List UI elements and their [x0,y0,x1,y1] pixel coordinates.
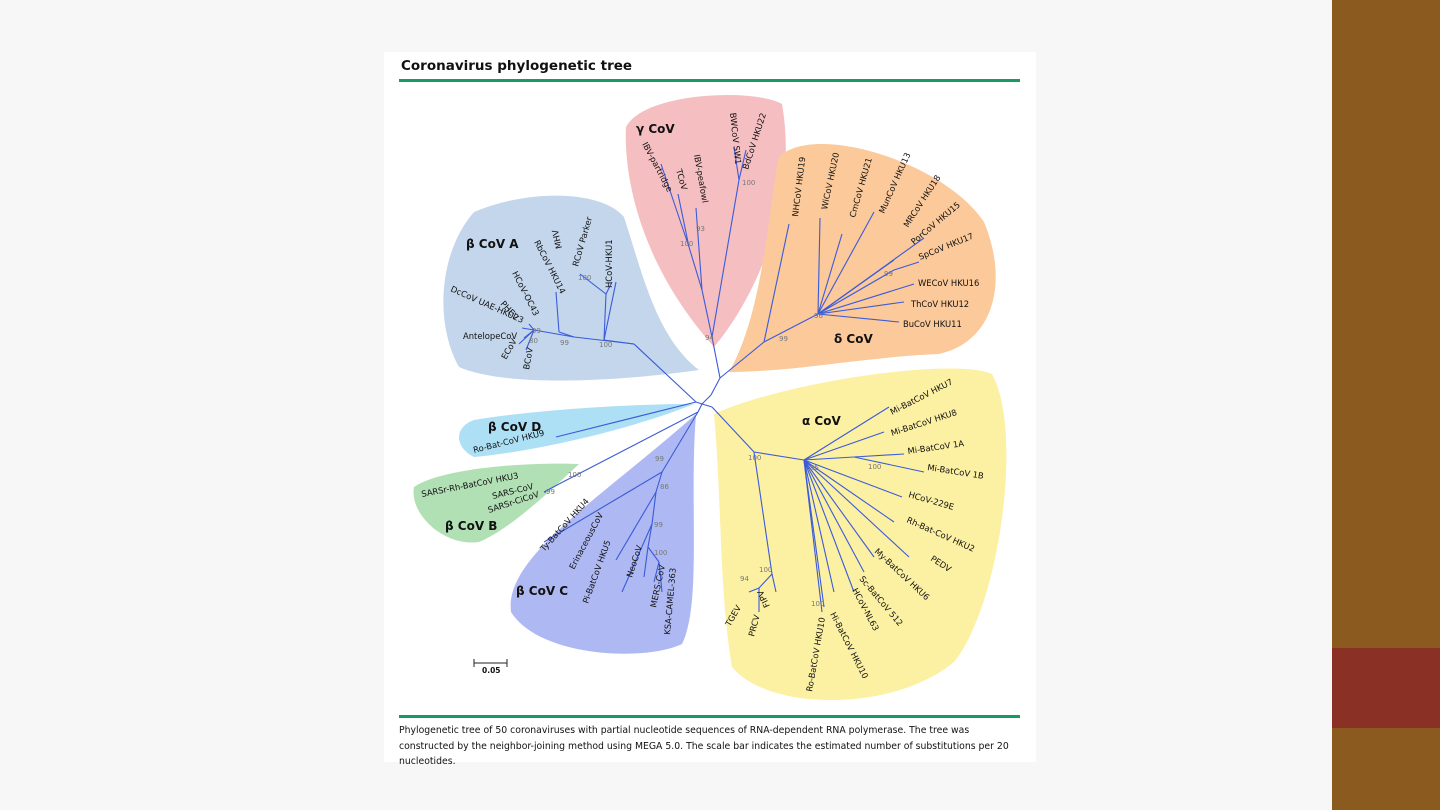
gamma-clade-region [625,95,786,347]
bootstrap-value: 99 [654,521,663,529]
caption-rule [399,715,1020,718]
taxon-label: WECoV HKU16 [918,278,979,288]
taxon-label: MHV [550,229,564,250]
bootstrap-value: 80 [529,337,538,345]
bootstrap-value: 100 [811,600,824,608]
taxon-label: HCoV-HKU1 [604,239,614,288]
tree-diagram: γ CoV δ CoV β CoV A β CoV D β CoV B β Co… [413,95,1007,701]
clade-label-alpha: α CoV [802,414,841,428]
bootstrap-value: 94 [740,575,749,583]
bootstrap-value: 96 [814,312,823,320]
bootstrap-value: 100 [568,471,581,479]
figure-title: Coronavirus phylogenetic tree [401,58,633,74]
taxon-label: ThCoV HKU12 [910,299,969,309]
bootstrap-value: 93 [696,225,705,233]
bootstrap-value: 99 [779,335,788,343]
bootstrap-value: 94 [705,334,714,342]
clade-label-betaD: β CoV D [488,420,541,434]
bootstrap-value: 99 [884,270,893,278]
scale-bar-label: 0.05 [482,666,501,675]
side-accent-block [1332,648,1440,728]
scale-bar: 0.05 [473,659,508,675]
alpha-clade-region [714,368,1007,701]
bootstrap-value: 100 [654,549,667,557]
bootstrap-value: 100 [680,240,693,248]
title-rule [399,79,1020,82]
bootstrap-value: 100 [578,274,591,282]
taxon-label: AntelopeCoV [463,331,517,341]
phylogenetic-figure: Coronavirus phylogenetic tree [384,52,1036,767]
clade-label-gamma: γ CoV [636,122,675,136]
clade-label-delta: δ CoV [834,332,873,346]
betaA-clade-region [443,195,699,381]
bootstrap-value: 99 [546,488,555,496]
tree-branches [518,146,925,613]
clade-label-betaC: β CoV C [516,584,568,598]
bootstrap-value: 100 [868,463,881,471]
bootstrap-value: 100 [748,454,761,462]
bootstrap-value: 85 [810,464,819,472]
bootstrap-value: 100 [759,566,772,574]
clade-label-betaA: β CoV A [466,237,519,251]
figure-caption: Phylogenetic tree of 50 coronaviruses wi… [399,725,1009,767]
bootstrap-value: 86 [660,483,669,491]
bootstrap-value: 99 [655,455,664,463]
bootstrap-value: 99 [532,327,541,335]
clade-label-betaB: β CoV B [445,519,497,533]
taxon-label: BuCoV HKU11 [903,319,962,329]
taxon-label: BCoV [521,346,535,370]
bootstrap-value: 100 [742,179,755,187]
bootstrap-value: 100 [599,341,612,349]
delta-clade-region [729,143,996,372]
betaB-clade-region [413,463,579,543]
betaC-clade-region [510,414,696,654]
bootstrap-value: 99 [560,339,569,347]
